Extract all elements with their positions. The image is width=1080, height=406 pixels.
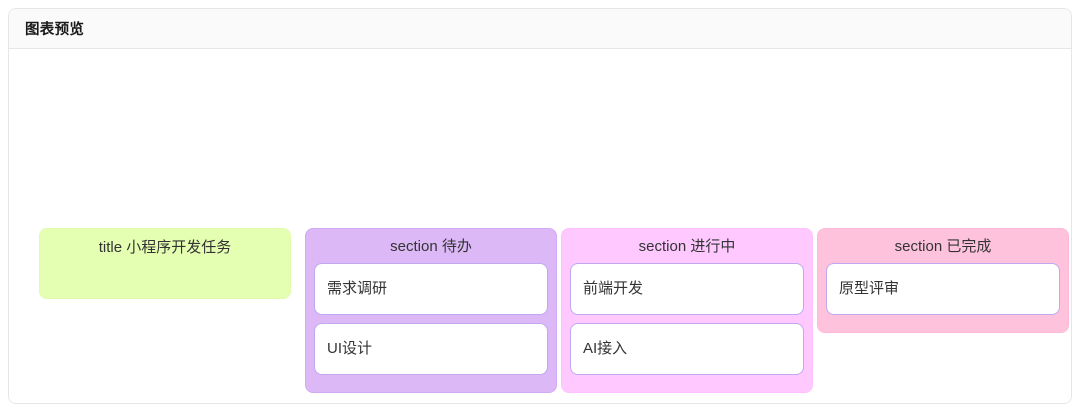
kanban-column-todo: section 待办 需求调研 UI设计 [305,228,557,393]
kanban-card[interactable]: 需求调研 [314,263,548,315]
kanban-card-label: 原型评审 [839,280,900,297]
panel-header: 图表预览 [9,9,1071,49]
kanban-column-done: section 已完成 原型评审 [817,228,1069,333]
kanban-column-doing: section 进行中 前端开发 AI接入 [561,228,813,393]
kanban-card[interactable]: 前端开发 [570,263,804,315]
panel-body: title 小程序开发任务 section 待办 需求调研 UI设计 secti… [9,49,1071,403]
kanban-column-header: section 已完成 [894,238,992,255]
kanban-card-label: 前端开发 [583,280,644,297]
page-title: 图表预览 [25,22,85,38]
kanban-card-label: AI接入 [583,340,628,357]
kanban-title-node: title 小程序开发任务 [39,228,291,299]
kanban-card-label: 需求调研 [327,280,388,297]
kanban-diagram: title 小程序开发任务 section 待办 需求调研 UI设计 secti… [9,49,1071,403]
kanban-column-header: section 待办 [390,238,472,255]
kanban-card[interactable]: 原型评审 [826,263,1060,315]
kanban-column-header: section 进行中 [638,238,736,255]
kanban-title-label: title 小程序开发任务 [98,239,232,256]
kanban-card[interactable]: AI接入 [570,323,804,375]
kanban-card[interactable]: UI设计 [314,323,548,375]
kanban-card-label: UI设计 [327,340,373,357]
chart-preview-panel: 图表预览 title 小程序开发任务 section 待办 需求调研 UI设计 … [8,8,1072,404]
